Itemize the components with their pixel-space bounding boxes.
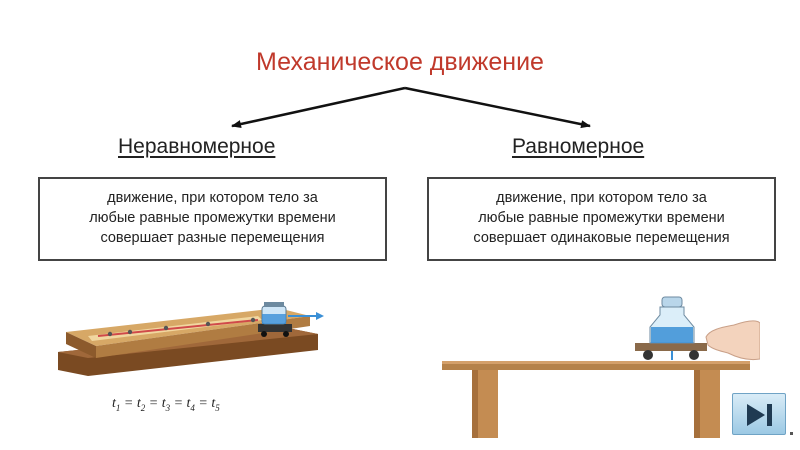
inclined-board-illustration <box>58 302 324 376</box>
definition-line: совершает разные перемещения <box>100 230 325 246</box>
cart <box>635 343 707 351</box>
decorative-dot <box>790 432 793 435</box>
definition-line: совершает одинаковые перемещения <box>473 230 730 246</box>
definition-uniform: движение, при котором тело за любые равн… <box>427 177 776 261</box>
diagram-title: Механическое движение <box>256 48 544 76</box>
next-slide-button[interactable] <box>732 393 786 435</box>
heading-nonuniform: Неравномерное <box>118 135 276 158</box>
definition-line: любые равные промежутки времени <box>478 210 725 226</box>
hand <box>705 320 760 360</box>
definition-line: любые равные промежутки времени <box>89 210 336 226</box>
definition-line: движение, при котором тело за <box>496 190 707 206</box>
table-top <box>442 361 750 370</box>
definition-nonuniform: движение, при котором тело за любые равн… <box>38 177 387 261</box>
heading-uniform: Равномерное <box>512 135 645 158</box>
play-next-icon <box>747 404 772 426</box>
arrow-right <box>404 86 591 129</box>
time-equality-formula: t1 = t2 = t3 = t4 = t5 <box>112 396 220 413</box>
arrow-left <box>231 86 406 128</box>
cart <box>258 324 292 332</box>
definition-line: движение, при котором тело за <box>107 190 318 206</box>
table-illustration <box>442 296 760 438</box>
